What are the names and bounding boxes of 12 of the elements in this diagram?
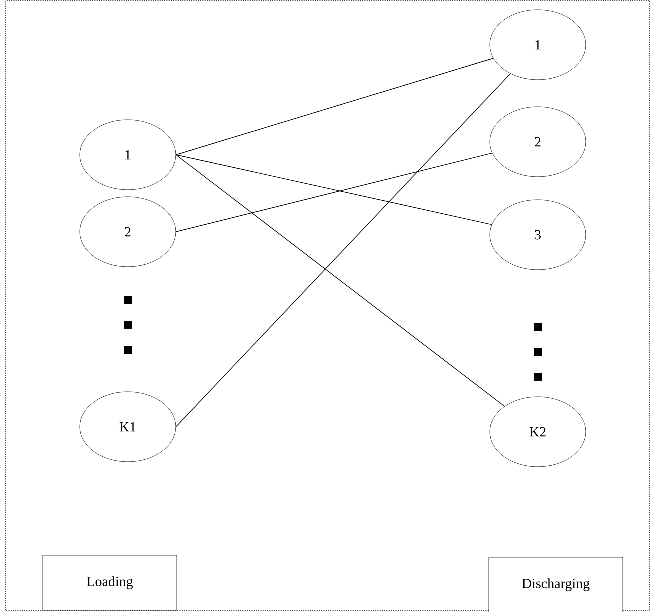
ellipse-node: 2 bbox=[490, 106, 586, 178]
ellipse-node: 3 bbox=[490, 200, 586, 270]
label-box: Loading bbox=[42, 555, 178, 611]
ellipse-node: K2 bbox=[490, 396, 586, 468]
ellipse-node: 1 bbox=[80, 120, 176, 190]
label-box: Discharging bbox=[488, 557, 624, 612]
ellipse-node: K1 bbox=[80, 392, 176, 462]
connector-line bbox=[176, 58, 494, 156]
ellipse-node: 1 bbox=[490, 10, 586, 80]
ellipse-node: 2 bbox=[80, 196, 176, 268]
connector-line bbox=[176, 154, 506, 407]
connector-line bbox=[176, 74, 511, 428]
